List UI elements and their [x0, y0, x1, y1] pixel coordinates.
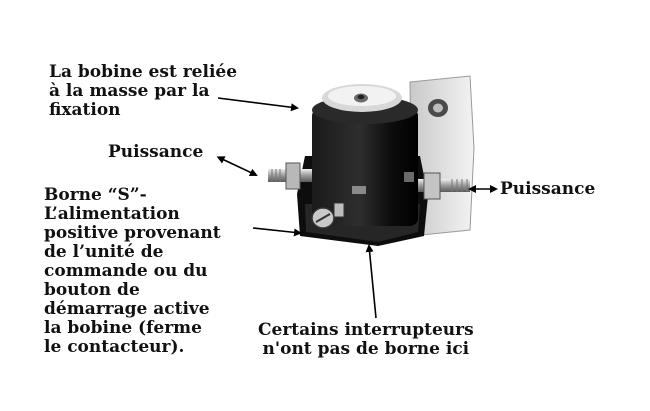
- rivet-detail: [352, 186, 366, 194]
- label-coil-ground: La bobine est reliée à la masse par la f…: [49, 62, 238, 120]
- arrow-no-terminal: [365, 244, 377, 319]
- left-power-terminal: [268, 162, 312, 190]
- rivet-detail: [404, 172, 414, 182]
- label-s-terminal: Borne “S”- L’alimentation positive prove…: [44, 185, 221, 357]
- arrow-coil-ground: [217, 97, 299, 112]
- label-no-terminal: Certains interrupteurs n'ont pas de born…: [258, 320, 474, 359]
- label-power-right: Puissance: [500, 179, 596, 199]
- coil-body: [312, 84, 418, 226]
- label-power-left: Puissance: [108, 142, 204, 162]
- arrow-power-left: [216, 156, 258, 177]
- s-terminal-screw: [311, 202, 345, 229]
- arrow-s-terminal: [252, 227, 302, 237]
- right-power-terminal: [418, 172, 470, 200]
